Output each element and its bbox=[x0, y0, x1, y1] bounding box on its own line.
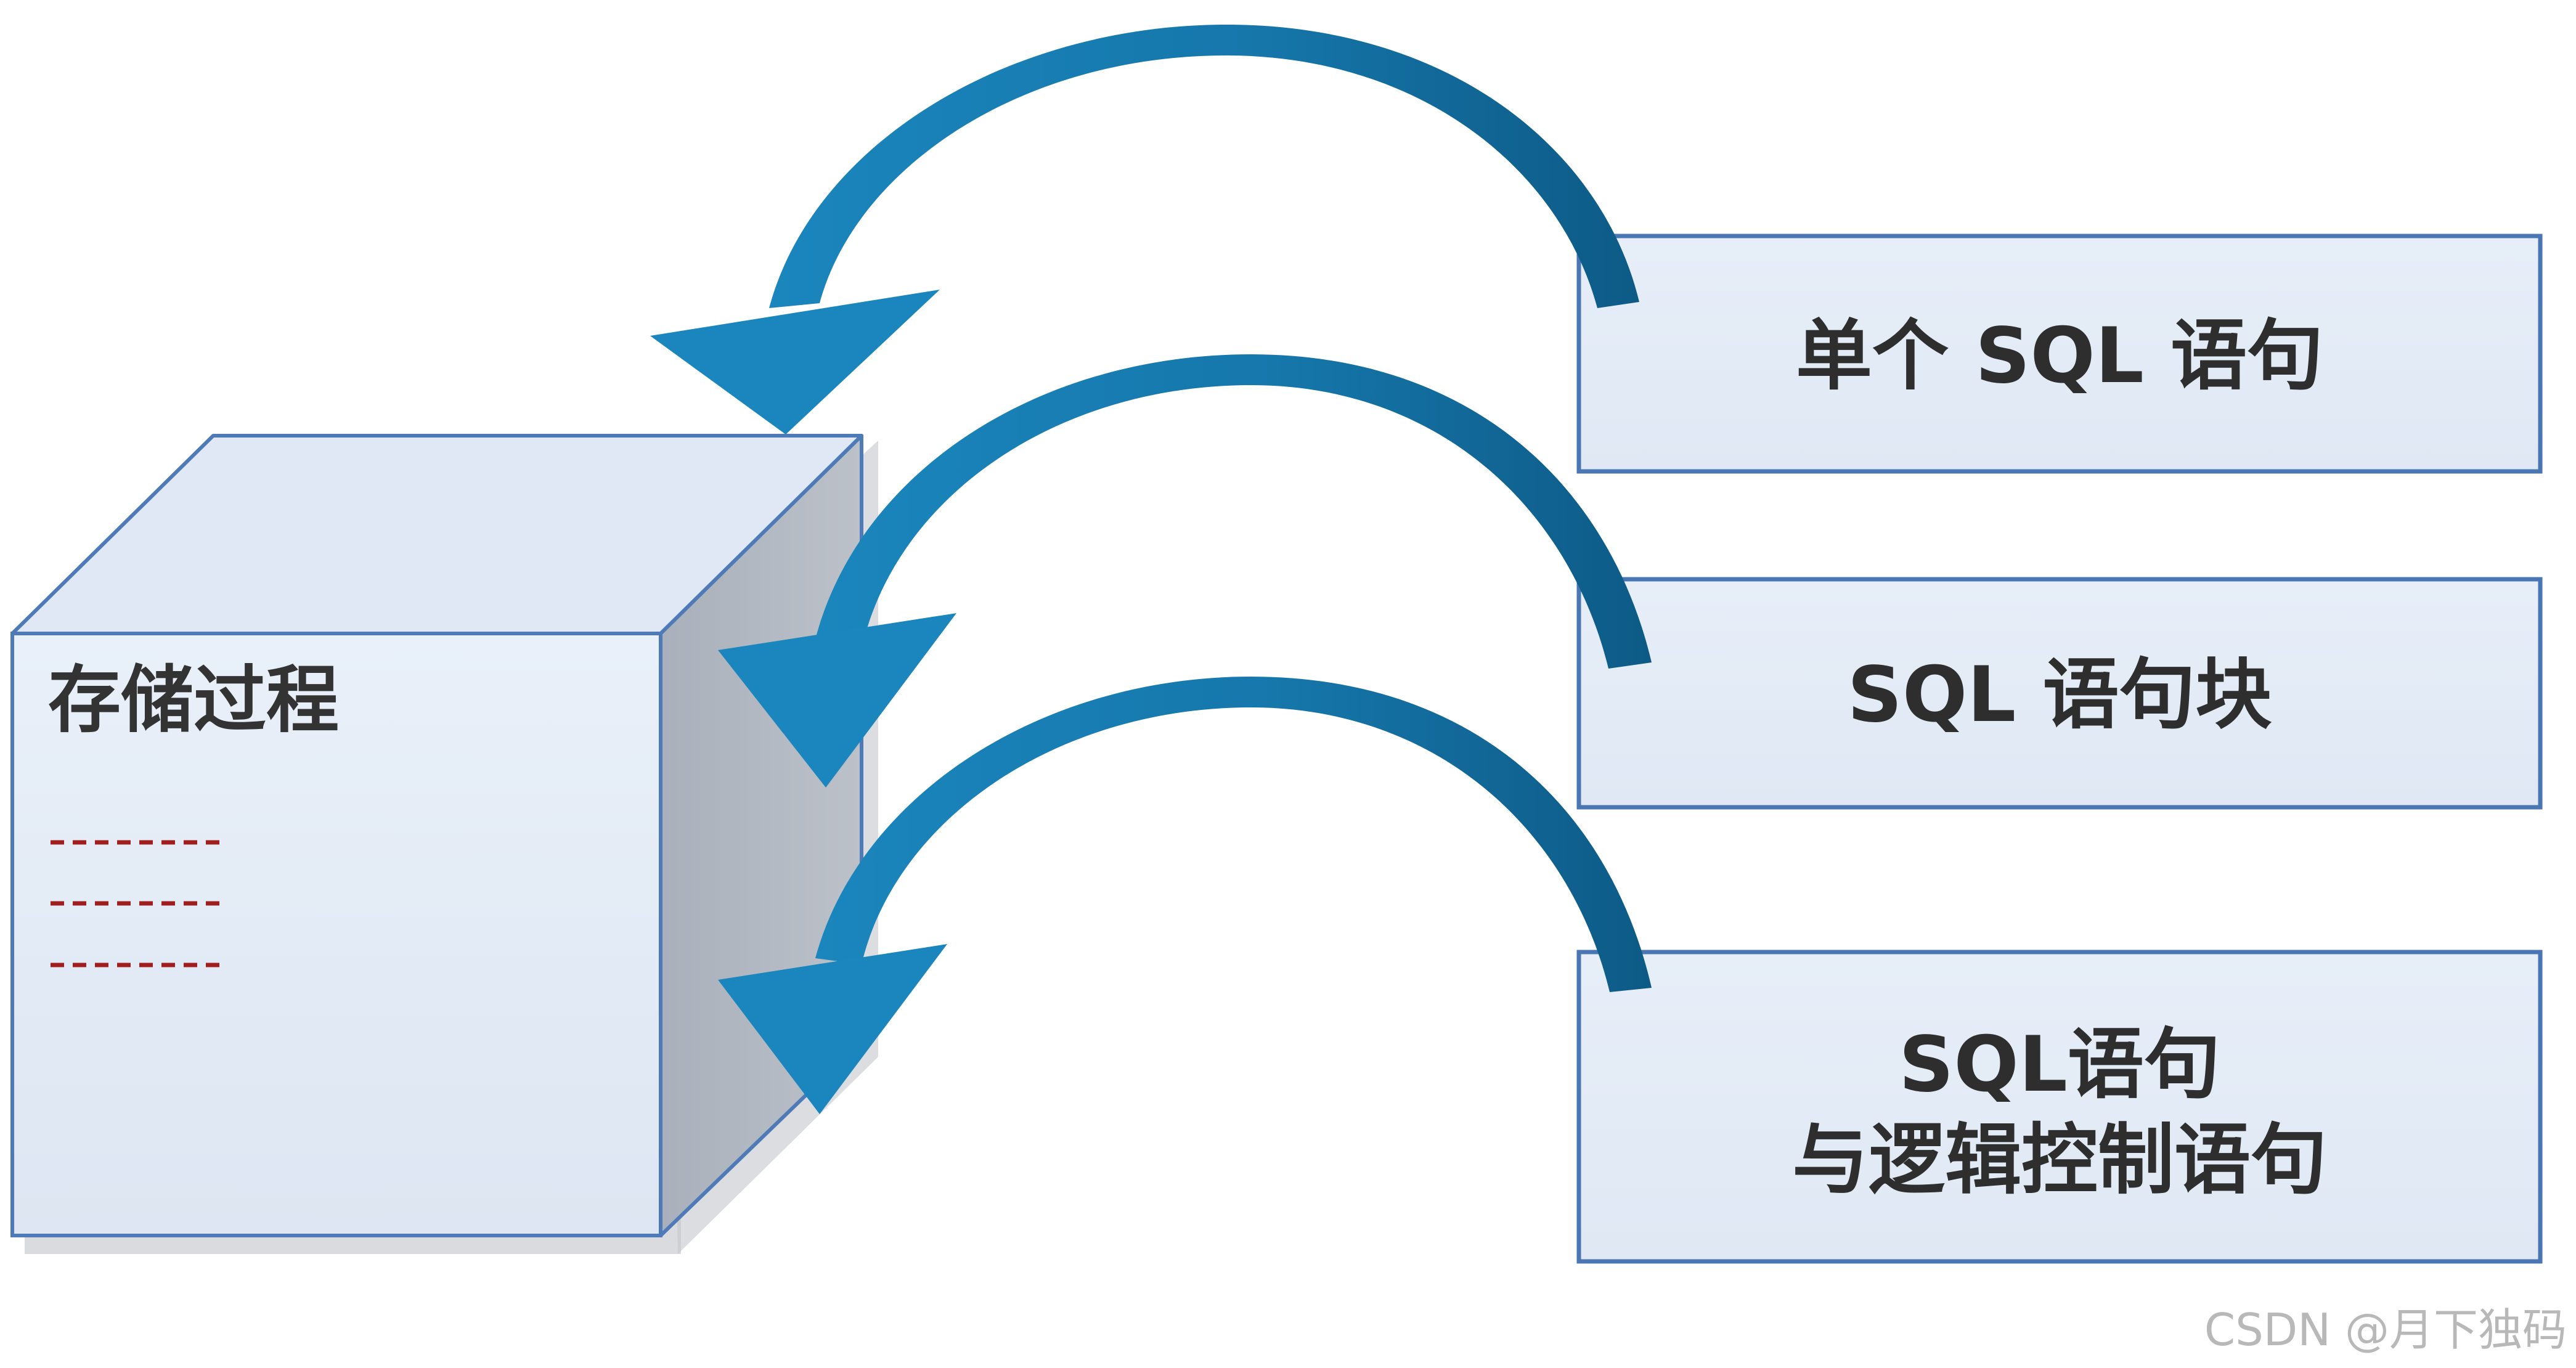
sql-box-3-frame bbox=[1576, 950, 2543, 1264]
arrow-2-head bbox=[718, 613, 956, 788]
stored-procedure-cube: 存储过程 bbox=[10, 434, 878, 1254]
sql-box-1: 单个 SQL 语句 bbox=[1576, 234, 2543, 474]
curved-arrow-icon bbox=[718, 354, 1652, 788]
curved-arrow-icon bbox=[650, 25, 1639, 434]
arrow-2-body bbox=[817, 354, 1652, 669]
sql-box-1-label: 单个 SQL 语句 bbox=[1796, 312, 2323, 401]
sql-box-3-label-line-2: 与逻辑控制语句 bbox=[1792, 1116, 2327, 1205]
cube-title: 存储过程 bbox=[48, 658, 339, 743]
arrow-3-body bbox=[815, 677, 1652, 992]
sql-box-3-label-line-1: SQL语句 bbox=[1899, 1020, 2220, 1109]
arrow-1-head bbox=[650, 290, 940, 434]
watermark: CSDN @月下独码 bbox=[2204, 1304, 2567, 1356]
sql-box-2: SQL 语句块 bbox=[1576, 577, 2543, 810]
arrow-3-head bbox=[718, 944, 947, 1114]
cube-front-face bbox=[10, 632, 662, 1237]
sql-box-2-frame bbox=[1576, 577, 2543, 810]
sql-box-3: SQL语句 与逻辑控制语句 bbox=[1576, 950, 2543, 1264]
sql-box-2-label: SQL 语句块 bbox=[1848, 651, 2272, 739]
arrow-1-body bbox=[769, 25, 1639, 308]
curved-arrow-icon bbox=[718, 677, 1652, 1114]
sql-box-1-frame bbox=[1576, 234, 2543, 474]
